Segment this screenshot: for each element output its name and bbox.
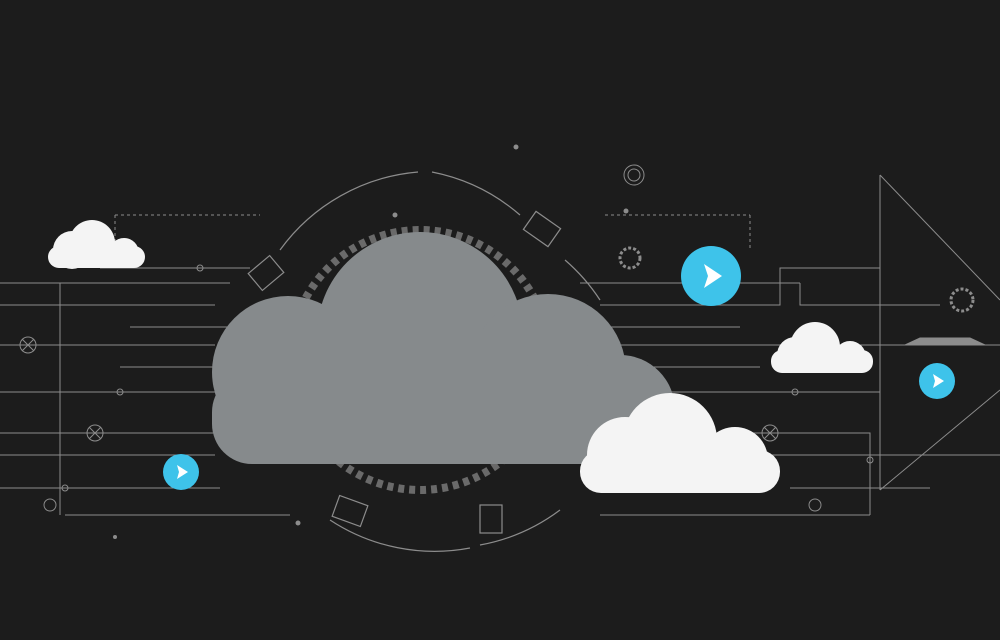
play-icon: [177, 465, 188, 479]
circuit-dots: [113, 144, 629, 539]
play-button-right[interactable]: [919, 363, 955, 399]
circuit-nodes: [19, 164, 975, 512]
play-button-large[interactable]: [681, 246, 741, 306]
play-icon: [933, 374, 944, 388]
tech-ring: [247, 171, 601, 552]
cloud-icon-front: [580, 393, 780, 493]
cloud-icon-right: [771, 322, 873, 373]
play-button-left[interactable]: [163, 454, 199, 490]
cloud-icon-left: [48, 220, 145, 269]
play-icon: [704, 264, 722, 288]
